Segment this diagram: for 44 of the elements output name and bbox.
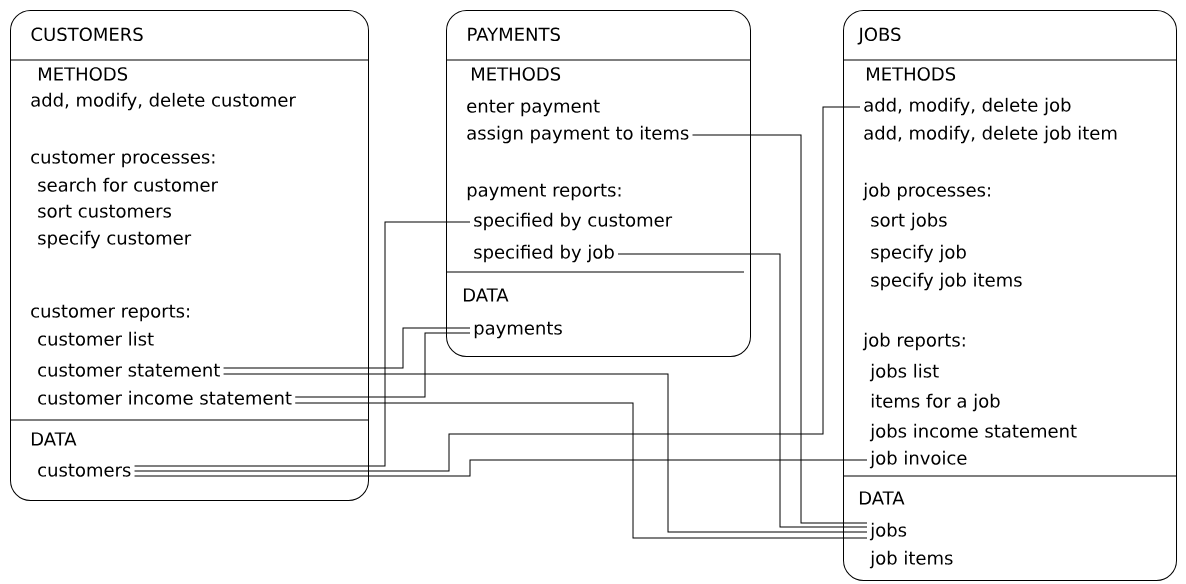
section-heading: DATA [31, 432, 77, 446]
method-text: customer list [38, 331, 154, 346]
group-heading: customer reports: [31, 304, 189, 322]
method-text: customer statement [38, 363, 220, 377]
method-text: specify job items [871, 272, 1022, 291]
method-text: jobs list [869, 363, 939, 382]
connector-line [692, 134, 868, 524]
method-text: customer income statement [38, 390, 292, 405]
method-text: specified by customer [474, 212, 673, 231]
method-text: sort customers [38, 204, 171, 218]
method-text: assign payment to items [467, 125, 689, 144]
data-text: customers [38, 463, 131, 477]
data-text: payments [474, 321, 562, 339]
group-heading: payment reports: [467, 183, 621, 201]
connector-line [223, 327, 471, 369]
section-heading: METHODS [38, 67, 128, 81]
section-heading: METHODS [867, 67, 956, 81]
method-text: add, modify, delete job [864, 97, 1071, 116]
section-heading: DATA [464, 288, 509, 302]
connector-line [134, 459, 868, 477]
method-text: enter payment [467, 99, 600, 117]
method-text: add, modify, delete customer [31, 92, 296, 111]
connector-line [294, 402, 868, 539]
group-heading: customer processes: [31, 150, 215, 168]
method-text: job invoice [869, 450, 967, 469]
method-text: add, modify, delete job item [864, 125, 1117, 144]
connector-line [617, 253, 868, 528]
group-heading: job reports: [862, 332, 965, 351]
data-text: jobs [869, 522, 907, 541]
method-text: items for a job [871, 393, 1000, 412]
section-heading: METHODS [472, 67, 561, 81]
connector-line [134, 221, 471, 467]
method-text: search for customer [38, 177, 218, 192]
connector-line [134, 106, 861, 472]
method-text: jobs income statement [869, 423, 1077, 442]
method-text: specified by job [474, 244, 614, 263]
connector-line [223, 373, 868, 533]
method-text: sort jobs [871, 212, 947, 231]
connector-line [294, 332, 471, 398]
method-text: specify job [871, 244, 966, 263]
method-text: specify customer [38, 230, 192, 249]
group-heading: job processes: [862, 182, 990, 201]
section-heading: DATA [860, 491, 905, 505]
data-text: job items [869, 550, 953, 569]
